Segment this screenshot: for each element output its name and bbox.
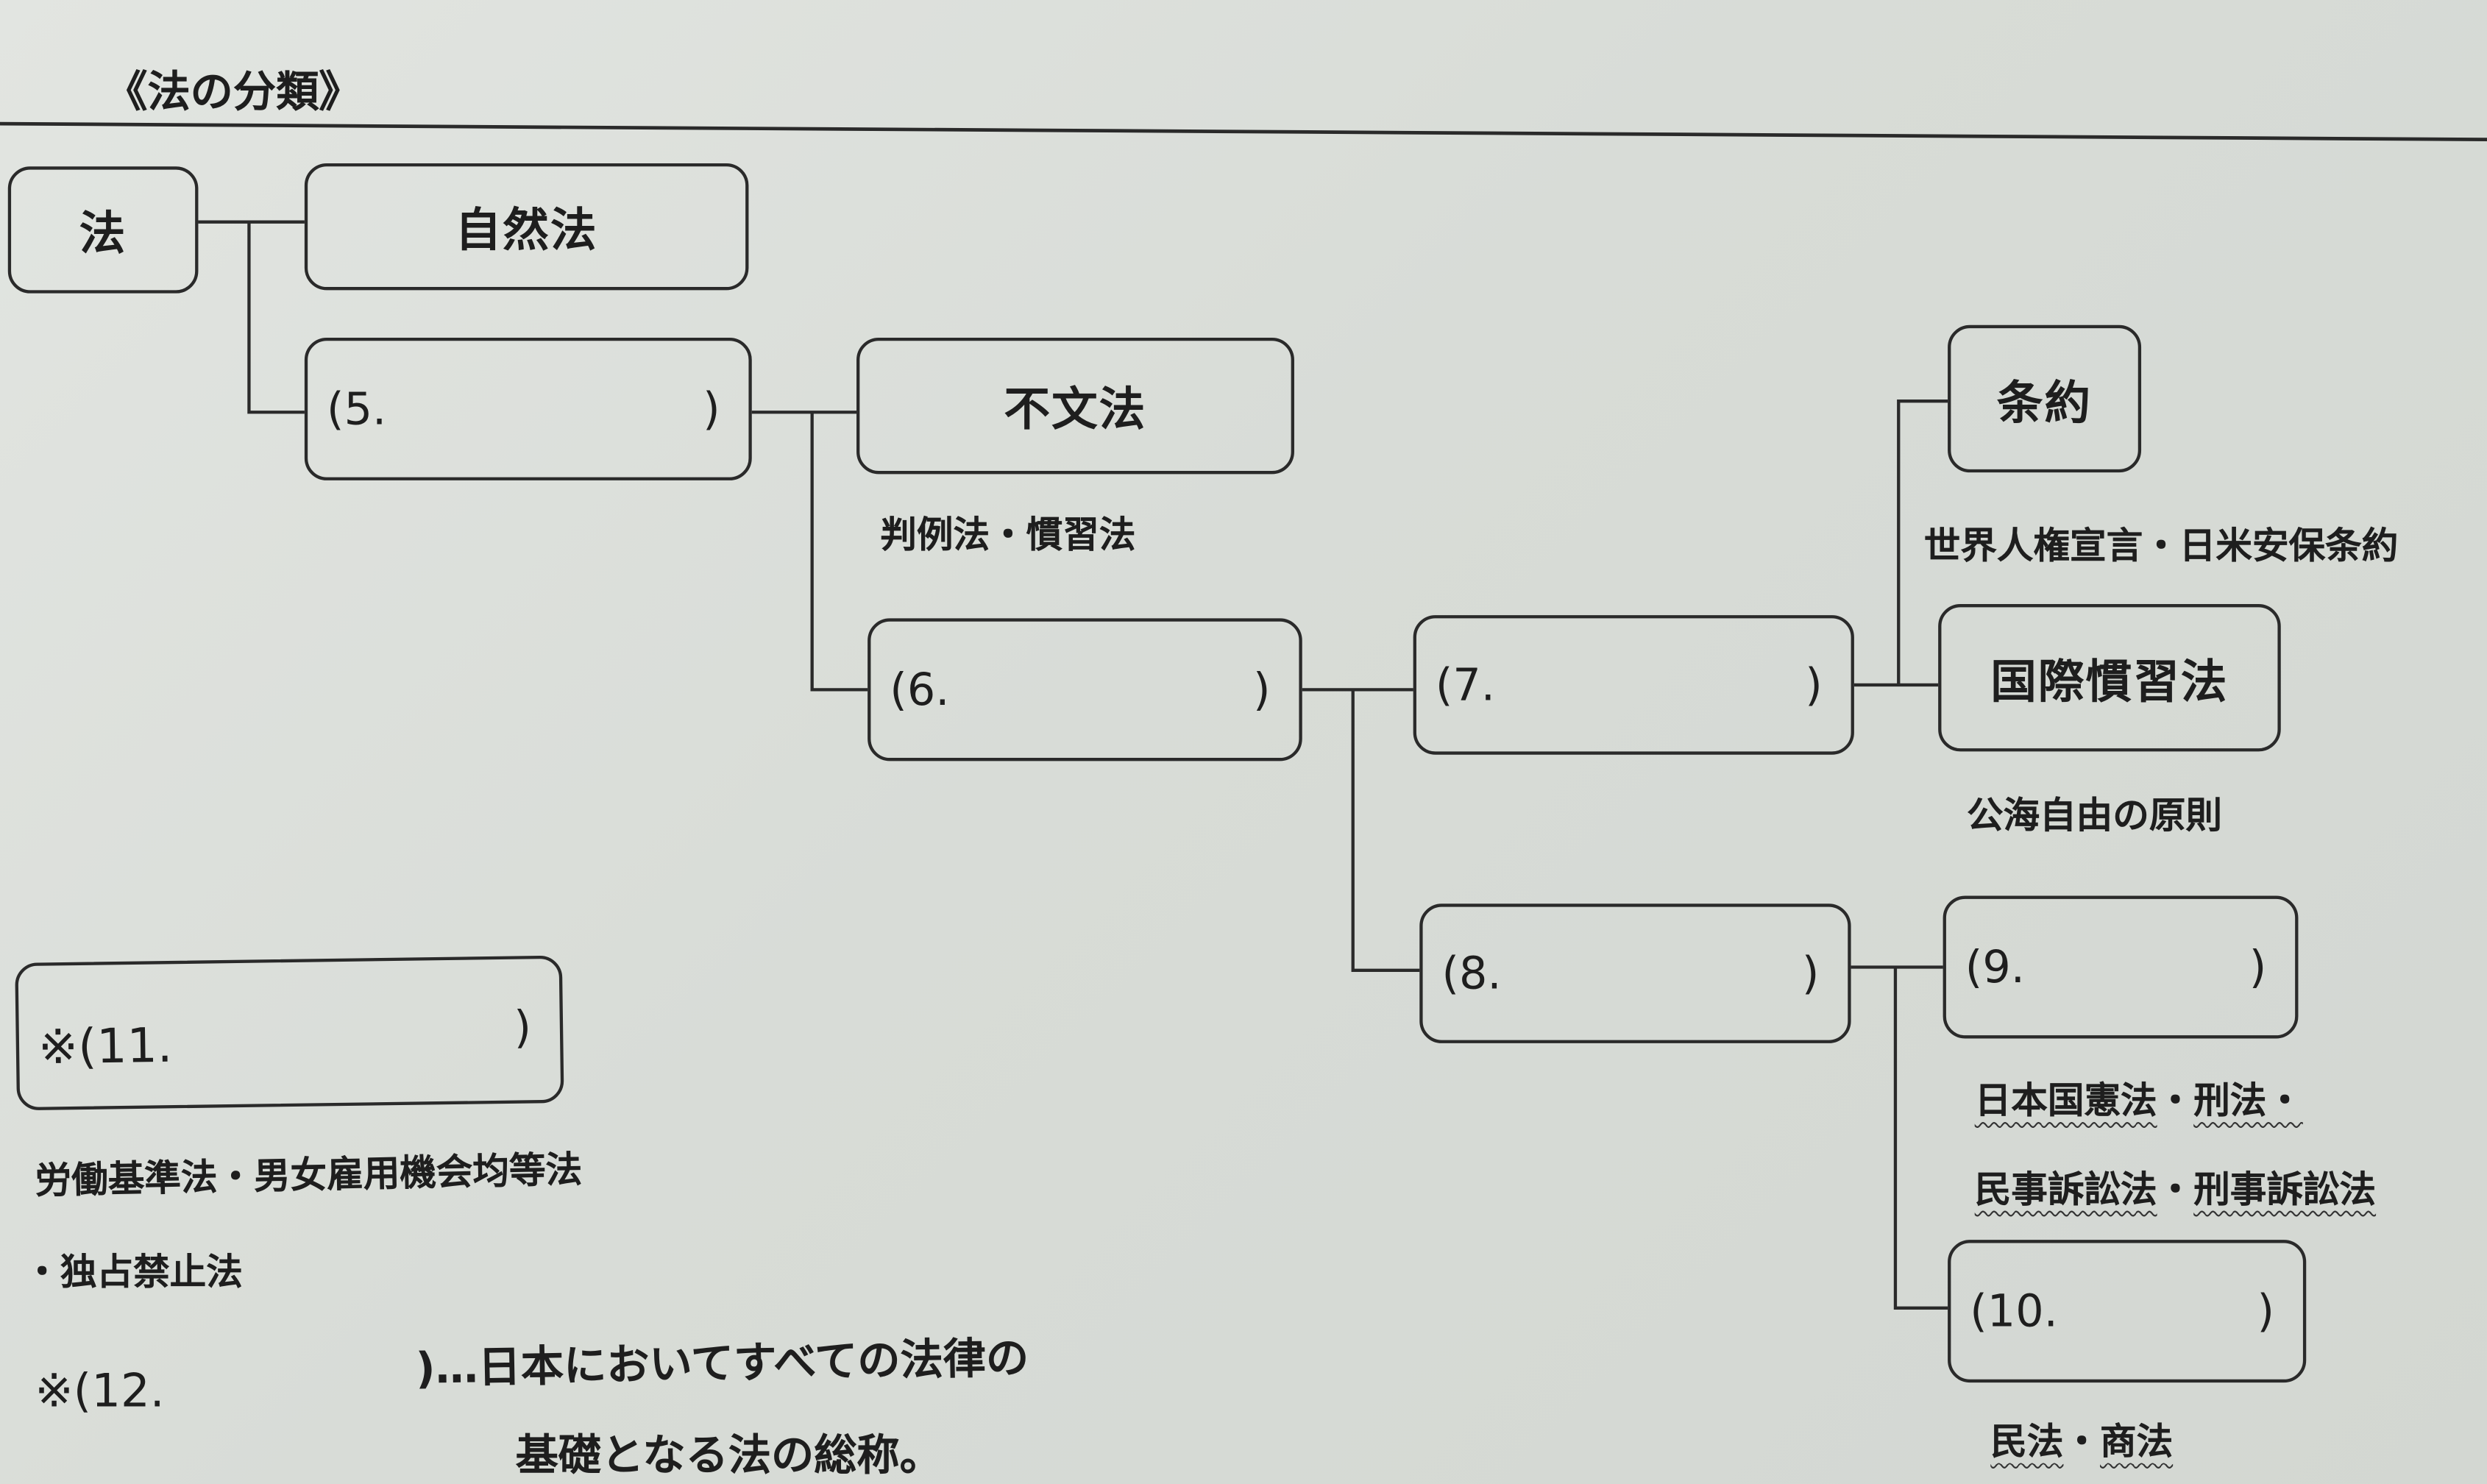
treaty-examples: 世界人権宣言・日米安保条約 [1923,526,2399,568]
node-natural-law: 自然法 [304,163,749,291]
example-civil-procedure: 民事訴訟法 [1974,1170,2157,1212]
blank-box-11[interactable]: ※(11. ) [15,955,564,1111]
blank-box-7[interactable]: (7. ) [1413,615,1854,755]
blank-12-number[interactable]: ※(12. [35,1363,165,1418]
blank-9-number: (9. [1965,940,2025,994]
blank-10-close: ) [2257,1285,2275,1338]
blank-7-number: (7. [1435,658,1495,711]
connector-6-8 [1351,689,1420,972]
blank-10-examples: 民法・商法 [1990,1411,2173,1465]
blank-9-examples-line1: 日本国憲法・刑法・ [1975,1071,2303,1124]
blank-6-close: ) [1253,663,1271,716]
connector-5-6 [810,412,868,692]
example-penal-code: 刑法・ [2193,1081,2303,1123]
blank-5-close: ) [703,383,720,436]
example-constitution: 日本国憲法 [1974,1081,2157,1123]
page-title: 《法の分類》 [104,68,362,118]
blank-11-close: ) [513,1000,532,1054]
unwritten-law-examples: 判例法・慣習法 [880,515,1136,557]
connector-7-treaty [1897,400,1948,685]
blank-8-number: (8. [1441,947,1502,1000]
blank-box-8[interactable]: (8. ) [1419,903,1851,1043]
blank-12-description-line1: )…日本においてすべての法律の [415,1334,1029,1394]
blank-box-10[interactable]: (10. ) [1948,1240,2307,1383]
connector-law-5 [247,221,305,414]
blank-9-close: ) [2249,940,2267,994]
blank-box-6[interactable]: (6. ) [868,618,1302,761]
blank-12-description-line2: 基礎となる法の総称。 [515,1431,943,1481]
blank-7-close: ) [1805,658,1823,711]
node-law: 法 [7,166,199,294]
node-intl-custom-law: 国際慣習法 [1938,604,2281,752]
separator: ・ [2157,1081,2194,1123]
node-treaty: 条約 [1948,324,2142,473]
intl-custom-law-examples: 公海自由の原則 [1966,795,2222,837]
separator: ・ [2063,1421,2101,1463]
blank-11-number: ※(11. [38,1018,173,1076]
example-commercial-code: 商法 [2100,1421,2174,1463]
blank-box-5[interactable]: (5. ) [304,337,752,480]
blank-box-9[interactable]: (9. ) [1943,895,2299,1039]
blank-11-examples-line1: 労働基準法・男女雇用機会均等法 [35,1150,583,1203]
example-civil-code: 民法 [1990,1421,2064,1463]
separator: ・ [2157,1170,2194,1212]
example-criminal-procedure: 刑事訴訟法 [2193,1170,2377,1212]
connector-8-10 [1893,967,1948,1310]
blank-9-examples-line2: 民事訴訟法・刑事訴訟法 [1975,1159,2376,1213]
blank-8-close: ) [1801,947,1820,1000]
header-rule [0,121,2487,142]
blank-10-number: (10. [1970,1285,2058,1338]
blank-5-number: (5. [327,383,387,436]
blank-11-examples-line2: ・独占禁止法 [24,1252,243,1294]
blank-6-number: (6. [890,663,950,716]
node-unwritten-law: 不文法 [856,337,1294,475]
